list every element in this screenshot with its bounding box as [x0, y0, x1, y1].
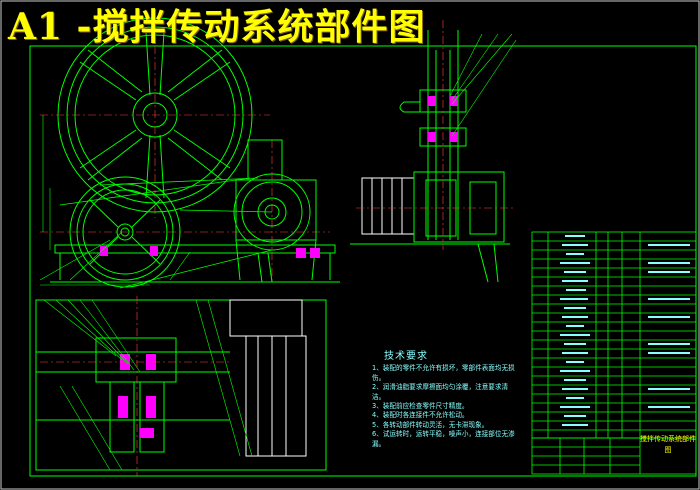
title-block [531, 437, 697, 475]
side-view-hatch [428, 96, 458, 142]
technical-requirements: 技术要求 1、装配的零件不允许有损坏，零部件表面均无损伤。 2、润滑油脂要求摩擦… [372, 351, 520, 449]
section-leaders [43, 299, 253, 471]
front-hatch-bolts [100, 246, 320, 258]
section-motor [229, 299, 307, 457]
side-leaders [449, 33, 517, 137]
tech-item: 2、润滑油脂要求摩擦面均匀涂覆，注意要求清洁。 [372, 383, 509, 401]
tech-heading: 技术要求 [384, 351, 428, 362]
side-view-motor [361, 177, 415, 235]
tech-item: 3、装配前应检查零件尺寸精度。 [372, 402, 469, 411]
front-base-frame [50, 244, 340, 283]
side-view-housing [350, 171, 510, 283]
center-lines-side [356, 20, 516, 250]
tech-item: 4、装配时各连接件不允许松动。 [372, 411, 469, 420]
center-lines-front [40, 14, 330, 282]
motor-pulley [233, 139, 317, 281]
tech-item: 5、各转动部件转动灵活，无卡滞现象。 [372, 420, 489, 429]
tech-item: 1、装配的零件不允许有损坏，零部件表面均无损伤。 [372, 364, 515, 382]
section-view [35, 299, 327, 471]
center-lines-section [40, 296, 230, 476]
tech-item: 6、试运转时，运转平稳，噪声小，连接部位无渗漏。 [372, 430, 515, 448]
front-leaders [39, 231, 191, 281]
parts-list-table [531, 231, 697, 439]
drawing-title: A1 -搅拌传动系统部件图 [8, 6, 426, 48]
dimension-lines [40, 115, 150, 286]
parts-list-entries [560, 235, 690, 426]
title-block-name: 搅拌传动系统部件图 [640, 435, 696, 454]
